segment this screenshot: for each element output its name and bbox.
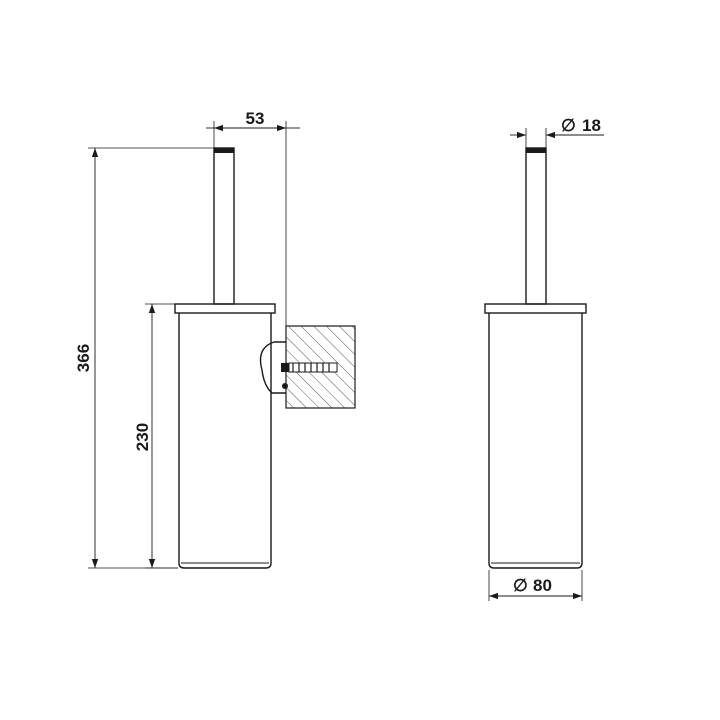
dimension-230: 230 [133,303,178,569]
dimension-18-label: 18 [582,116,601,135]
wall-bracket [259,341,286,394]
dimension-80: ∅ 80 [488,570,583,601]
front-view: ∅ 18 ∅ 80 [484,116,604,601]
dimension-230-label: 230 [133,423,152,451]
dimension-366-label: 366 [74,344,93,372]
side-lid [174,303,276,314]
front-handle [525,147,547,305]
dimension-18: ∅ 18 [510,116,604,148]
dimension-53: 53 [206,109,300,342]
dimension-80-label: 80 [533,576,552,595]
front-lid [484,303,587,314]
front-body [488,313,583,569]
side-body [178,313,272,569]
side-handle-cap [214,148,234,153]
diameter-symbol-80: ∅ [513,576,528,595]
side-view: 366 230 53 [74,109,356,569]
dimension-366: 366 [74,147,214,569]
dimension-53-label: 53 [246,109,265,128]
front-handle-cap [526,148,546,153]
diameter-symbol-18: ∅ [561,116,576,135]
wall-screw [281,362,338,389]
side-handle [213,147,235,305]
